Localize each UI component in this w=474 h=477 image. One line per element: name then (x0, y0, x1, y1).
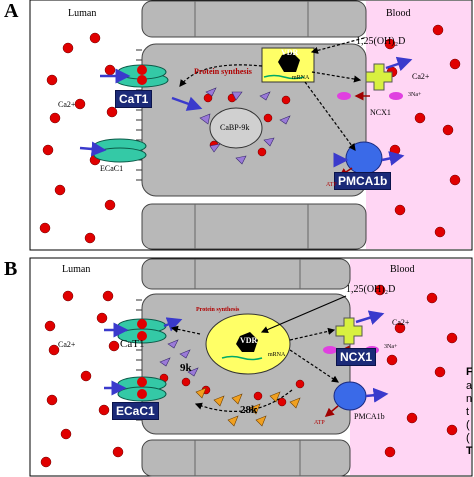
panel-b-protein-synthesis-label: Protein synthesis (196, 307, 240, 313)
panel-a-vdr-shape (278, 52, 300, 72)
panel-a-calbindin-proteins (199, 87, 291, 165)
caption-fragment: ( (466, 432, 470, 444)
panel-a-vdr-label: VDR (281, 48, 299, 57)
panel-a-signalling-arrows (179, 37, 365, 151)
panel-b-hormone-arrow (260, 295, 347, 333)
panel-b (29, 257, 473, 477)
panel-a-atp-label: ATP (326, 182, 337, 188)
panel-a-calbindin-label: CaBP-9k (220, 123, 250, 132)
panel-b-ca2-blood-label: Ca2+ (392, 318, 410, 327)
caption-fragment: n (466, 393, 473, 405)
panel-b-pmca1b-pump (333, 381, 367, 411)
caption-fragment: F (466, 366, 473, 378)
panel-b-ca2-lumen-label: Ca2+ (58, 340, 76, 349)
panel-b-atp-label: ATP (314, 420, 325, 426)
panel-a-cabp9k-complex (209, 107, 263, 149)
panel-a-upper-cell (141, 0, 367, 38)
panel-b-hormone-label: 1,25(OH)₂D (346, 284, 396, 295)
panel-a-protein-synthesis-label: Protein synthesis (194, 67, 252, 76)
caption-fragment: a (466, 380, 473, 392)
caption-fragment: ( (466, 419, 470, 431)
panel-a (29, 0, 473, 251)
panel-b-ecac1-label: ECaC1 (112, 402, 159, 420)
panel-a-calcium-ions (39, 24, 461, 244)
panel-a-blood-region (366, 1, 471, 249)
caption-fragment: t (466, 406, 470, 418)
panel-b-sodium-ion (323, 346, 337, 354)
panel-b-calbindin-9k (159, 339, 199, 377)
panel-b-28k-label: 28k (240, 404, 258, 416)
panel-a-sodium-ion (389, 92, 403, 100)
panel-a-ncx1-exchanger (365, 63, 393, 91)
panel-a-hormone-label: 1,25(OH)₂D (356, 36, 406, 47)
panel-a-cat1-label: CaT1 (115, 90, 153, 108)
panel-a-na-label: 3Na+ (408, 92, 422, 98)
panel-b-9k-label: 9k (180, 362, 192, 374)
panel-b-lumen-label: Luman (62, 264, 91, 275)
panel-b-ncx1-label: NCX1 (336, 348, 377, 366)
panel-b-mrna-strand (221, 355, 263, 361)
panel-a-pmca1b-label: PMCA1b (334, 172, 392, 190)
panel-b-pmca1b-label: PMCA1b (354, 412, 385, 421)
panel-b-signalling-arrows (170, 325, 339, 413)
panel-b-calbindin-28k (195, 387, 301, 427)
panel-b-blood-region (350, 259, 471, 475)
panel-a-transport-arrows (79, 56, 413, 168)
panel-b-na-label: 3Na+ (384, 344, 398, 350)
panel-a-blood-label: Blood (386, 8, 411, 19)
panel-b-mrna-label: mRNA (268, 352, 286, 358)
panel-b-upper-cell (141, 258, 351, 290)
panel-a-ncx1-label: NCX1 (370, 108, 391, 117)
panel-a-lower-cell (141, 203, 367, 250)
panel-a-ca2-lumen-label: Ca2+ (58, 100, 76, 109)
panel-b-ncx1-exchanger (335, 317, 363, 345)
caption-fragment: T (466, 445, 473, 457)
panel-a-mrna-strand (263, 74, 305, 80)
panel-a-sodium-ion (337, 92, 351, 100)
panel-a-letter: A (4, 0, 19, 22)
panel-a-ca2-blood-label: Ca2+ (412, 72, 430, 81)
panel-b-vdr-shape (236, 332, 258, 352)
panel-b-lower-cell (141, 439, 351, 477)
panel-b-letter: B (4, 258, 18, 280)
panel-a-ecac1-label: ECaC1 (100, 164, 124, 173)
panel-b-calcium-ions (40, 284, 458, 468)
panel-b-transport-arrows (104, 310, 389, 403)
panel-b-cat1-label: CaT1 (120, 338, 145, 350)
panel-a-mrna-label: mRNA (292, 75, 310, 81)
panel-b-blood-label: Blood (390, 264, 415, 275)
panel-a-lumen-label: Luman (68, 8, 97, 19)
panel-b-vdr-label: VDR (240, 336, 258, 345)
panel-b-ecac1-channel (117, 376, 167, 402)
